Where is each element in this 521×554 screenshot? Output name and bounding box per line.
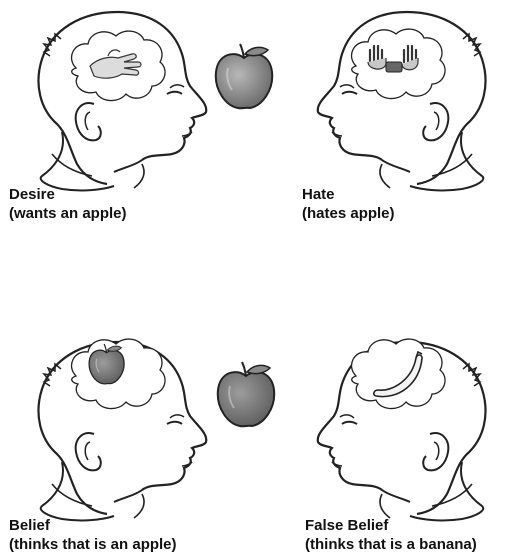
- belief-caption: (thinks that is an apple): [9, 535, 177, 554]
- hate-title: Hate: [302, 185, 395, 204]
- apple-object-top: [216, 44, 272, 108]
- hate-caption: (hates apple): [302, 204, 395, 223]
- false-belief-caption: (thinks that is a banana): [305, 535, 477, 554]
- belief-thought-cloud: [72, 339, 166, 409]
- false-belief-label: False Belief (thinks that is a banana): [305, 516, 477, 554]
- desire-label: Desire (wants an apple): [9, 185, 127, 223]
- apple-object-bottom: [218, 362, 274, 426]
- belief-label: Belief (thinks that is an apple): [9, 516, 177, 554]
- belief-title: Belief: [9, 516, 177, 535]
- hate-label: Hate (hates apple): [302, 185, 395, 223]
- desire-caption: (wants an apple): [9, 204, 127, 223]
- false-belief-title: False Belief: [305, 516, 477, 535]
- desire-thought-cloud: [72, 31, 166, 101]
- desire-title: Desire: [9, 185, 127, 204]
- false-belief-thought-cloud: [352, 339, 446, 409]
- hate-thought-cloud: [352, 29, 446, 99]
